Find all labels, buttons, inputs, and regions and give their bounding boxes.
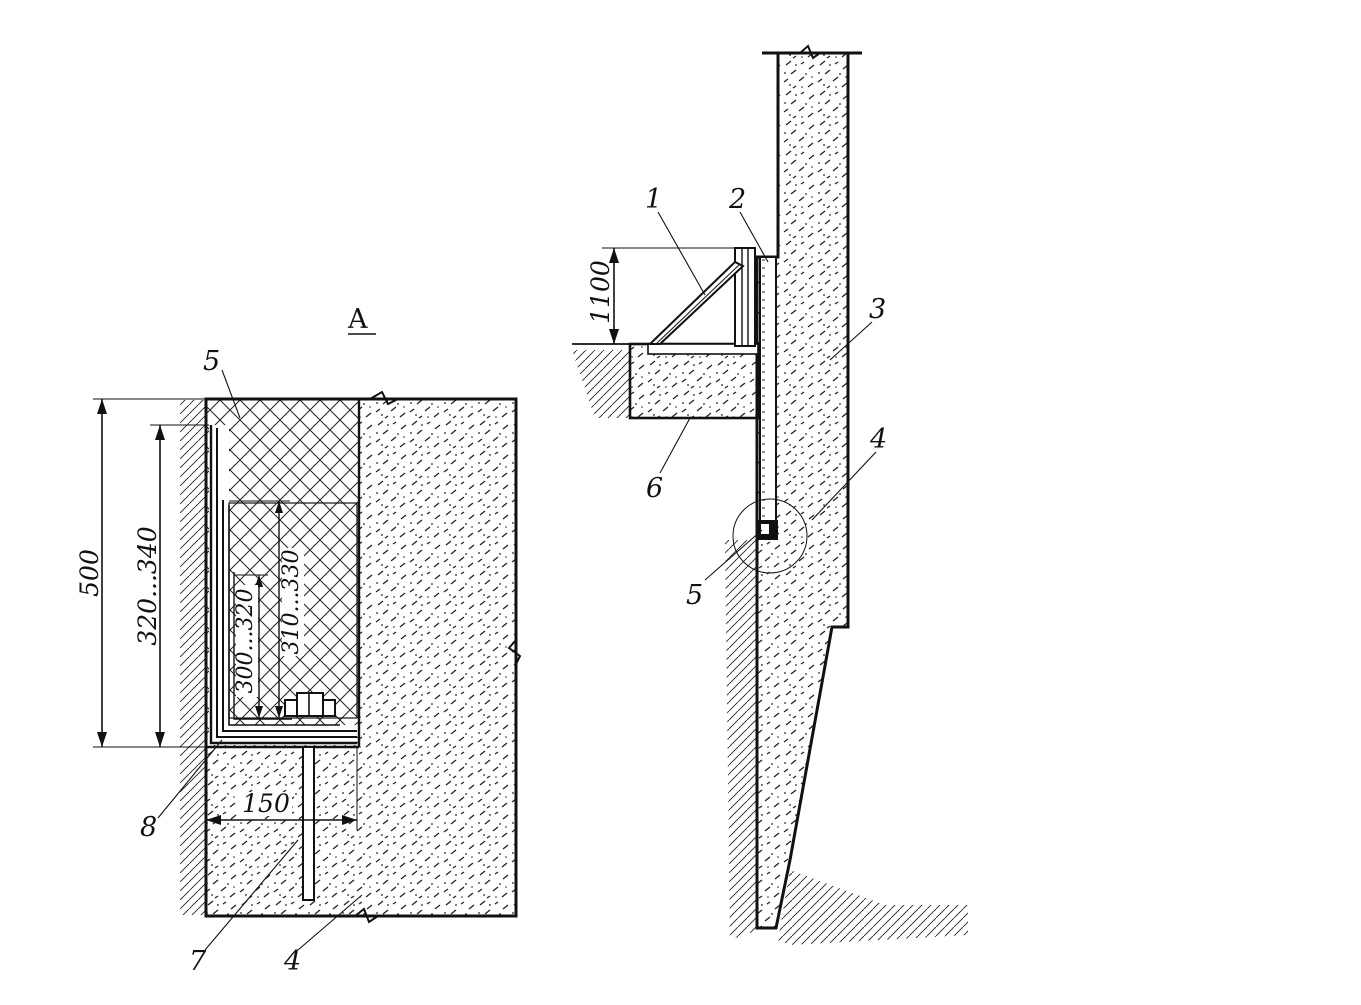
- soil-hatch: [180, 400, 206, 915]
- callout-2: 2: [728, 184, 746, 215]
- dim-320-340-label: 320...340: [133, 526, 162, 645]
- callout-6: 6: [646, 473, 663, 504]
- dim-500: 500: [75, 398, 206, 748]
- soil-bottom-right: [778, 870, 968, 945]
- dim-150-label: 150: [242, 789, 290, 818]
- dim-150: 150: [206, 747, 358, 830]
- dim-300-320-label: 300...320: [233, 589, 258, 694]
- callout-8: 8: [140, 812, 157, 843]
- callout-5-section: 5: [203, 346, 220, 377]
- callout-3: 3: [869, 294, 886, 325]
- dim-1100: 1100: [586, 247, 735, 344]
- dim-310-330-label: 310...330: [279, 550, 304, 655]
- detail-circle: [732, 498, 808, 574]
- wall-top-break: [799, 44, 821, 60]
- view-title: A: [347, 304, 368, 335]
- soil-wall-left: [725, 540, 758, 940]
- inner-cavity: [228, 502, 358, 719]
- elevation-leaders: [657, 211, 877, 581]
- platform-slab: [628, 342, 760, 420]
- dim-1100-label: 1100: [586, 260, 615, 324]
- callout-7: 7: [189, 946, 207, 977]
- break-mark-right: [507, 639, 522, 665]
- callout-4-section: 4: [283, 946, 301, 977]
- callout-5-elevation: 5: [686, 580, 703, 611]
- platform-top-plate: [647, 343, 759, 355]
- railing: [647, 247, 756, 347]
- dim-320-340: 320...340: [133, 424, 209, 747]
- anchor-plate-hole: [761, 524, 769, 534]
- section-a: A: [75, 304, 522, 977]
- anchor-bolt: [284, 692, 336, 901]
- callout-4-elevation: 4: [869, 424, 887, 455]
- soil-upper-left: [572, 350, 630, 418]
- anchor-strip-ticks: [762, 259, 774, 535]
- section-leaders: [157, 369, 363, 951]
- break-mark-bottom: [354, 907, 379, 924]
- callout-1: 1: [645, 184, 662, 215]
- dim-310-330: 310...330: [229, 500, 304, 718]
- break-mark-top: [369, 390, 399, 406]
- elevation: 1100 1 2 3 4 5 6: [572, 44, 968, 945]
- section-outline: [204, 397, 518, 918]
- dim-300-320: 300...320: [233, 574, 268, 718]
- dim-500-label: 500: [75, 549, 104, 597]
